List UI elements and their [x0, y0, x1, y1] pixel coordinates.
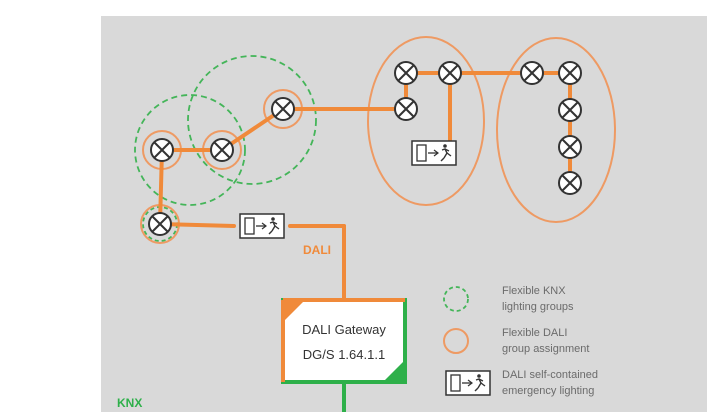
lamp-icon	[394, 61, 418, 85]
legend-knx-swatch	[443, 286, 469, 312]
lamp-icon	[558, 61, 582, 85]
knx-group-ring-left	[134, 94, 246, 206]
lamp-icon	[210, 138, 234, 162]
legend-dali-line1: Flexible DALI	[502, 327, 567, 339]
legend-emergency-line1: DALI self-contained	[502, 369, 598, 381]
lamp-icon	[558, 98, 582, 122]
dali-group-oval-right	[496, 37, 616, 223]
gateway-model: DG/S 1.64.1.1	[303, 347, 385, 362]
legend-knx-line2: lighting groups	[502, 301, 574, 313]
legend-emergency-icon	[445, 370, 491, 396]
knx-bus-label: KNX	[117, 396, 142, 410]
dali-group-oval-middle	[367, 36, 485, 206]
legend-dali-swatch	[443, 328, 469, 354]
gateway-title: DALI Gateway	[302, 322, 386, 337]
dali-bus-label: DALI	[303, 243, 331, 257]
lamp-icon	[438, 61, 462, 85]
lamp-icon	[271, 97, 295, 121]
dali-group-rings	[140, 36, 616, 244]
lamp-icon	[150, 138, 174, 162]
dali-gateway: DALI Gateway DG/S 1.64.1.1	[281, 298, 407, 384]
legend-knx-line1: Flexible KNX	[502, 285, 566, 297]
lamp-icon	[520, 61, 544, 85]
lamp-icon	[394, 97, 418, 121]
luminaires	[148, 61, 582, 236]
emergency-exit-icon	[411, 140, 457, 166]
legend: Flexible KNX lighting groups Flexible DA…	[443, 285, 598, 397]
lamp-icon	[558, 135, 582, 159]
legend-emergency-line2: emergency lighting	[502, 385, 594, 397]
emergency-luminaires	[239, 140, 457, 239]
lamp-icon	[558, 171, 582, 195]
emergency-exit-icon	[239, 213, 285, 239]
legend-dali-line2: group assignment	[502, 343, 589, 355]
knx-group-ring-large	[187, 55, 317, 185]
lamp-icon	[148, 212, 172, 236]
